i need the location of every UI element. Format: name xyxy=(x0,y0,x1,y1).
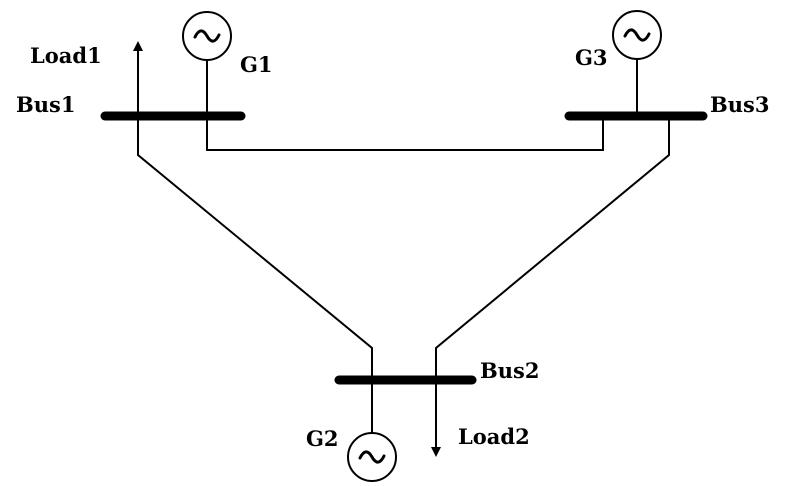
g2-generator-icon xyxy=(347,432,397,482)
g2-label: G2 xyxy=(306,426,339,451)
g3-generator-icon xyxy=(612,10,662,60)
line-bus1-bus3 xyxy=(206,116,604,151)
line-bus1-bus2 xyxy=(137,116,373,380)
g1-generator-icon xyxy=(182,11,232,61)
bus1-label: Bus1 xyxy=(16,92,75,117)
g3-label: G3 xyxy=(575,45,608,70)
load1-label: Load1 xyxy=(30,43,102,68)
bus2-label: Bus2 xyxy=(480,358,539,383)
load2-label: Load2 xyxy=(458,424,530,449)
bus3-label: Bus3 xyxy=(710,92,769,117)
line-bus3-bus2 xyxy=(435,116,670,380)
g1-label: G1 xyxy=(240,52,273,77)
